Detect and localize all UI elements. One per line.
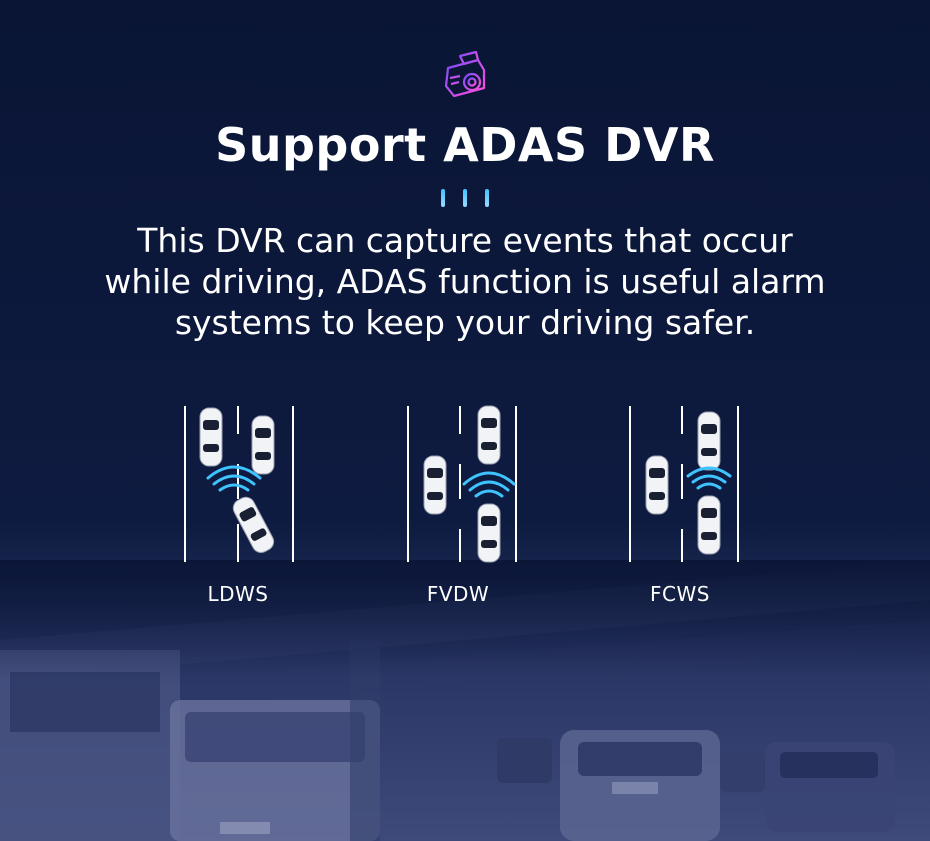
car-icon (697, 495, 721, 555)
description: This DVR can capture events that occur w… (40, 220, 890, 343)
car-icon (232, 496, 275, 553)
signal-waves-icon (462, 471, 516, 498)
feature-fcws: FCWS (610, 404, 750, 614)
description-line-1: This DVR can capture events that occur (137, 221, 793, 260)
car-icon (423, 455, 447, 515)
car-icon (645, 455, 669, 515)
car-icon (477, 405, 501, 465)
divider-bar (463, 189, 467, 207)
forward-collision-warning-icon (629, 406, 739, 562)
dashcam-icon (440, 50, 490, 100)
signal-waves-icon (206, 465, 262, 492)
car-icon (251, 415, 275, 475)
feature-label: FVDW (426, 582, 490, 606)
divider-bar (485, 189, 489, 207)
feature-ldws: LDWS (168, 404, 308, 614)
divider-bar (441, 189, 445, 207)
car-icon (199, 407, 223, 467)
page-title: Support ADAS DVR (215, 118, 715, 172)
feature-fvdw: FVDW (388, 404, 528, 614)
feature-label: LDWS (207, 582, 269, 606)
description-line-2: while driving, ADAS function is useful a… (104, 262, 826, 301)
feature-label: FCWS (650, 582, 710, 606)
title-divider (441, 189, 489, 209)
signal-waves-icon (686, 466, 732, 490)
description-line-3: systems to keep your driving safer. (174, 303, 756, 342)
car-icon (477, 503, 501, 563)
front-vehicle-departure-warning-icon (407, 405, 517, 563)
lane-departure-warning-icon (184, 406, 294, 562)
car-icon (697, 411, 721, 471)
